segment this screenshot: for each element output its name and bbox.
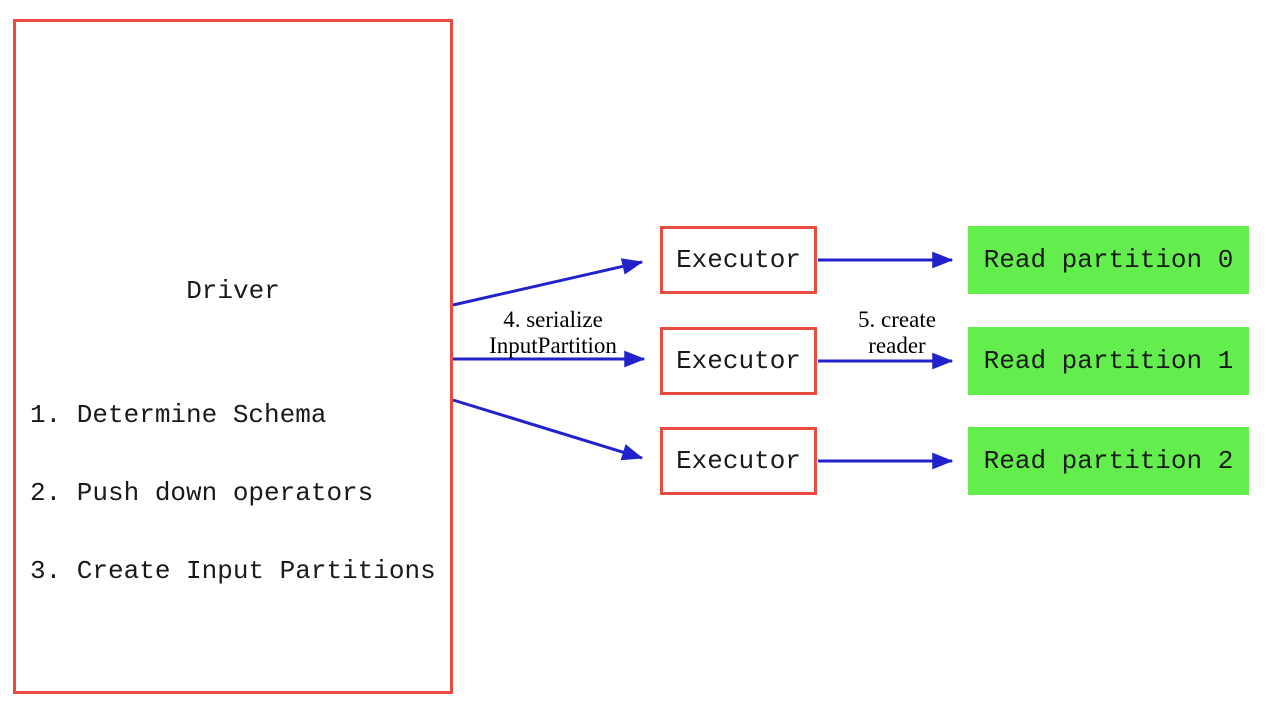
read-partition-box-2: Read partition 2 <box>968 427 1249 495</box>
executor-box-0: Executor <box>660 226 817 294</box>
driver-step-1: 1. Determine Schema <box>30 400 327 430</box>
driver-box: Driver 1. Determine Schema 2. Push down … <box>13 19 453 694</box>
executor-box-2: Executor <box>660 427 817 495</box>
read-partition-box-0: Read partition 0 <box>968 226 1249 294</box>
driver-step-list: 1. Determine Schema 2. Push down operato… <box>16 350 450 636</box>
driver-step-3: 3. Create Input Partitions <box>30 556 436 586</box>
edge-label-create-reader: 5. create reader <box>858 307 936 358</box>
read-partition-box-1: Read partition 1 <box>968 327 1249 395</box>
driver-title: Driver <box>186 276 280 306</box>
driver-content: Driver 1. Determine Schema 2. Push down … <box>16 276 450 636</box>
edge-label-serialize-input-partition: 4. serialize InputPartition <box>489 307 617 358</box>
driver-step-2: 2. Push down operators <box>30 478 374 508</box>
arrow-driver-to-executor-0 <box>452 258 644 307</box>
executor-box-1: Executor <box>660 327 817 395</box>
arrow-driver-to-executor-2 <box>452 398 644 461</box>
